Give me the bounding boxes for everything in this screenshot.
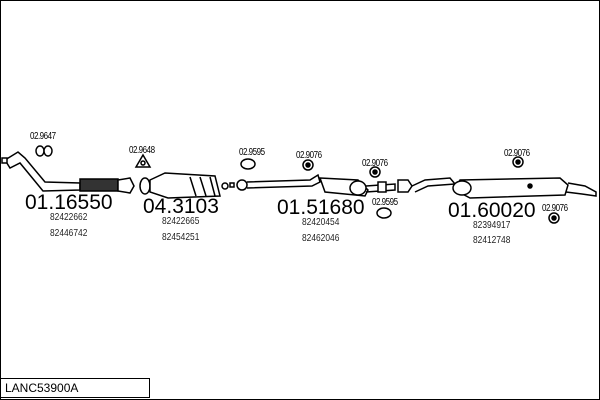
part-number: 01.16550 <box>25 191 113 214</box>
accessory-label: 02.9647 <box>30 131 56 142</box>
accessory-label: 02.9076 <box>542 203 568 214</box>
part-number: 04.3103 <box>143 195 219 218</box>
part-ref: 82420454 <box>302 216 340 228</box>
catalytic-converter-drawing <box>139 172 235 199</box>
accessory-label: 02.9076 <box>362 158 388 169</box>
accessory-label: 02.9595 <box>372 197 398 208</box>
accessory-label: 02.9076 <box>504 148 530 159</box>
part-ref: 82446742 <box>50 227 88 239</box>
front-pipe-drawing <box>1 151 135 194</box>
accessory-drawings <box>35 145 560 224</box>
accessory-label: 02.9648 <box>129 145 155 156</box>
accessory-label: 02.9076 <box>296 150 322 161</box>
part-ref: 82454251 <box>162 231 200 243</box>
middle-silencer-drawing <box>236 173 413 197</box>
accessory-label: 02.9595 <box>239 147 265 158</box>
part-ref: 82462046 <box>302 232 340 244</box>
part-ref: 82422662 <box>50 211 88 223</box>
rear-silencer-drawing <box>411 177 597 199</box>
part-ref: 82412748 <box>473 234 511 246</box>
part-ref: 82394917 <box>473 219 511 231</box>
part-number: 01.60020 <box>448 199 536 222</box>
diagram-code: LANC53900A <box>0 378 150 398</box>
part-number: 01.51680 <box>277 196 365 219</box>
part-ref: 82422665 <box>162 215 200 227</box>
